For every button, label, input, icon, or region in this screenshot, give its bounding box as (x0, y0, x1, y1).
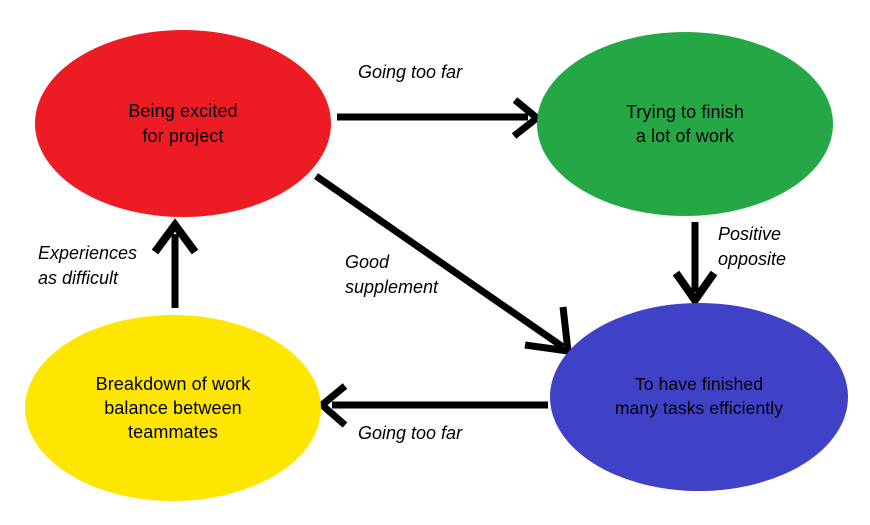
edge-label-blue-to-yellow: Going too far (358, 423, 463, 443)
arrow-blue-to-yellow (316, 383, 548, 428)
node-to-have-finished-many-tasks[interactable]: To have finished many tasks efficiently (550, 303, 848, 491)
node-label-green: Trying to finish a lot of work (626, 101, 744, 146)
edge-label-yellow-to-red: Experiences as difficult (38, 243, 138, 289)
node-trying-to-finish[interactable]: Trying to finish a lot of work (537, 32, 833, 216)
arrow-red-to-green (337, 97, 543, 139)
node-label-red: Being excited for project (128, 101, 238, 146)
edge-label-green-to-blue: Positive opposite (718, 224, 787, 270)
node-label-blue: To have finished many tasks efficiently (614, 374, 784, 418)
arrow-yellow-to-red (151, 218, 199, 308)
edge-label-red-to-blue: Good supplement (345, 252, 439, 298)
arrow-green-to-blue (672, 222, 718, 307)
node-being-excited[interactable]: Being excited for project (35, 30, 331, 217)
node-label-yellow: Breakdown of work balance between teamma… (95, 373, 251, 443)
node-breakdown-of-work-balance[interactable]: Breakdown of work balance between teamma… (25, 315, 321, 501)
edge-label-red-to-green: Going too far (358, 62, 463, 82)
